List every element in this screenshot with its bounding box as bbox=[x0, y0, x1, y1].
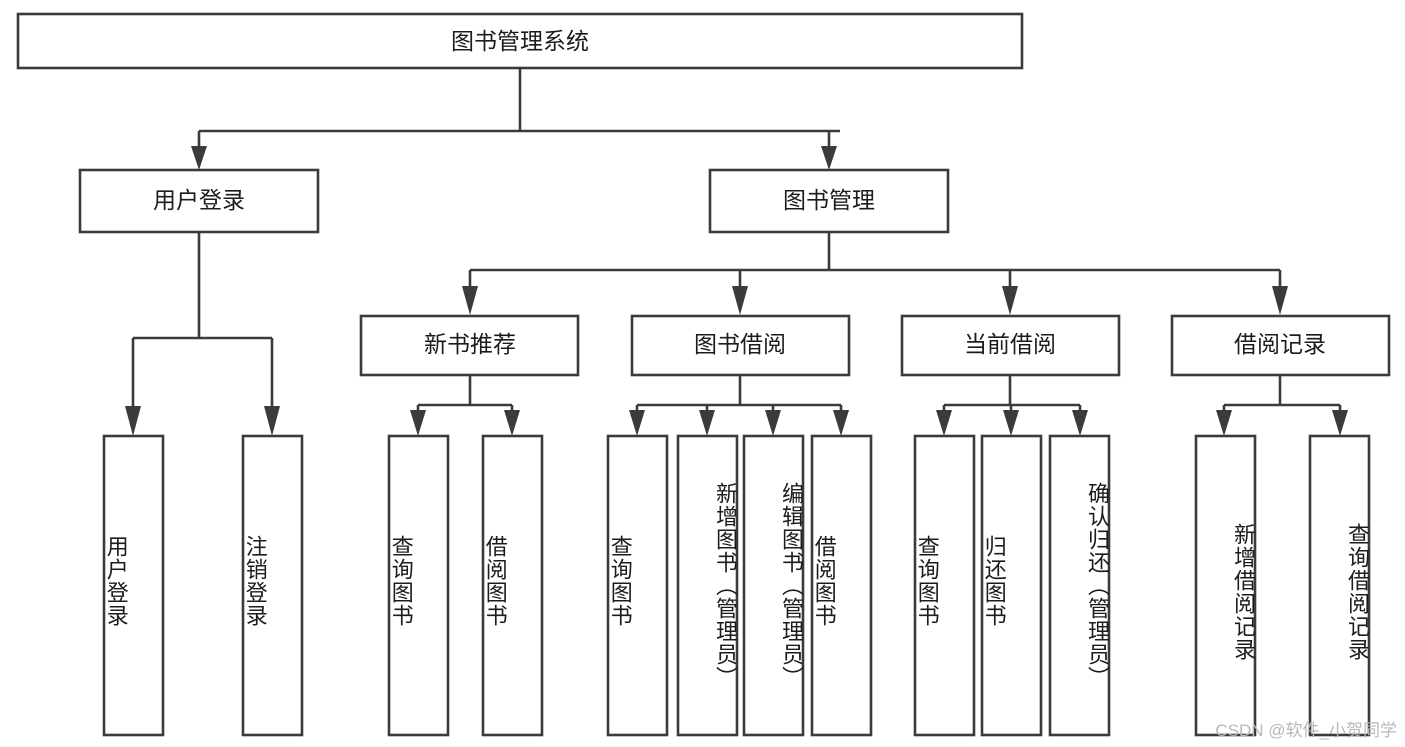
arrow-head-borrow-record-leaf-1 bbox=[1332, 410, 1348, 436]
node-new-book[interactable]: 新书推荐 bbox=[359, 314, 580, 377]
arrow-head-user-login-leaf-1 bbox=[264, 406, 280, 436]
node-book-borrow[interactable]: 图书借阅 bbox=[630, 314, 851, 377]
node-new-book-box[interactable] bbox=[359, 314, 580, 377]
leaf-box-current-borrow-1[interactable] bbox=[980, 434, 1043, 737]
arrow-head-book-borrow bbox=[732, 286, 748, 315]
arrow-head-new-book bbox=[462, 286, 478, 315]
arrow-head-current-borrow-leaf-0 bbox=[936, 410, 952, 436]
csdn-watermark: CSDN @软件_小贺同学 bbox=[1215, 721, 1397, 740]
arrow-head-current-borrow-leaf-1 bbox=[1003, 410, 1019, 436]
leaf-box-book-borrow-1[interactable] bbox=[676, 434, 739, 737]
leaf-box-borrow-record-0[interactable] bbox=[1194, 434, 1257, 737]
leaf-box-current-borrow-0[interactable] bbox=[913, 434, 976, 737]
node-book-mgmt-label: 图书管理 bbox=[783, 187, 875, 213]
connector-group-new-book bbox=[410, 375, 520, 436]
arrow-head-book-borrow-leaf-1 bbox=[699, 410, 715, 436]
leaf-box-new-book-1[interactable] bbox=[481, 434, 544, 737]
leaf-box-book-borrow-3[interactable] bbox=[810, 434, 873, 737]
node-user-login-box[interactable] bbox=[78, 168, 320, 234]
node-borrow-record-label: 借阅记录 bbox=[1234, 331, 1326, 357]
arrow-head-book-borrow-leaf-3 bbox=[833, 410, 849, 436]
leaf-box-user-login-1[interactable] bbox=[241, 434, 304, 737]
node-book-borrow-label: 图书借阅 bbox=[694, 331, 786, 357]
arrow-head-book-borrow-leaf-0 bbox=[629, 410, 645, 436]
connector-group-borrow-record bbox=[1216, 375, 1348, 436]
node-user-login-label: 用户登录 bbox=[153, 187, 245, 213]
connector-group-book-borrow bbox=[629, 375, 849, 436]
leaf-box-book-borrow-0[interactable] bbox=[606, 434, 669, 737]
node-book-mgmt[interactable]: 图书管理 bbox=[708, 168, 950, 234]
arrow-head-book-borrow-leaf-2 bbox=[765, 410, 781, 436]
node-borrow-record-box[interactable] bbox=[1170, 314, 1391, 377]
leaf-box-new-book-0[interactable] bbox=[387, 434, 450, 737]
leaf-box-user-login-0[interactable] bbox=[102, 434, 165, 737]
node-root-label: 图书管理系统 bbox=[451, 28, 589, 54]
connector-group-root bbox=[191, 68, 840, 170]
connector-group-current-borrow bbox=[936, 375, 1088, 436]
node-root[interactable]: 图书管理系统 bbox=[16, 12, 1024, 70]
node-current-borrow-box[interactable] bbox=[900, 314, 1121, 377]
arrow-head-borrow-record-leaf-0 bbox=[1216, 410, 1232, 436]
leaf-box-current-borrow-2[interactable] bbox=[1048, 434, 1111, 737]
connector-group-book-mgmt bbox=[462, 232, 1288, 315]
arrow-head-current-borrow-leaf-2 bbox=[1072, 410, 1088, 436]
connector-group-user-login bbox=[125, 232, 280, 436]
arrow-head-borrow-record bbox=[1272, 286, 1288, 315]
node-borrow-record[interactable]: 借阅记录 bbox=[1170, 314, 1391, 377]
arrow-head-new-book-leaf-1 bbox=[504, 410, 520, 436]
node-book-borrow-box[interactable] bbox=[630, 314, 851, 377]
leaf-box-book-borrow-2[interactable] bbox=[742, 434, 805, 737]
node-user-login[interactable]: 用户登录 bbox=[78, 168, 320, 234]
node-root-box[interactable] bbox=[16, 12, 1024, 70]
arrow-head-user-login-leaf-0 bbox=[125, 406, 141, 436]
node-book-mgmt-box[interactable] bbox=[708, 168, 950, 234]
arrow-head-book-mgmt bbox=[821, 146, 837, 170]
leaf-box-borrow-record-1[interactable] bbox=[1308, 434, 1371, 737]
arrow-head-user-login bbox=[191, 146, 207, 170]
arrow-head-new-book-leaf-0 bbox=[410, 410, 426, 436]
node-current-borrow[interactable]: 当前借阅 bbox=[900, 314, 1121, 377]
arrow-head-current-borrow bbox=[1002, 286, 1018, 315]
node-new-book-label: 新书推荐 bbox=[424, 331, 516, 357]
node-current-borrow-label: 当前借阅 bbox=[964, 331, 1056, 357]
